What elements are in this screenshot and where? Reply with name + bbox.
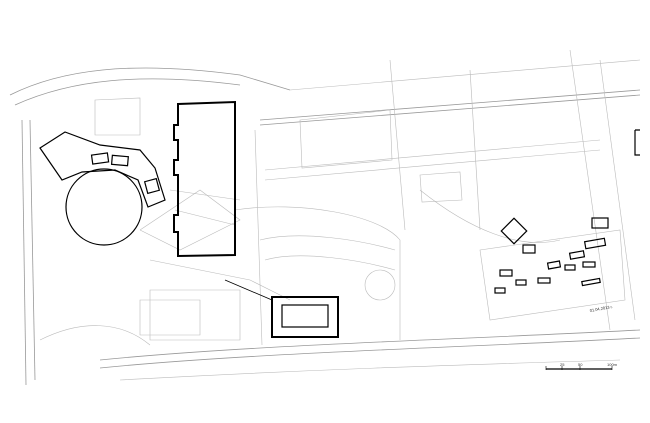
date-stamp: 01.04.2013 г. (589, 304, 613, 313)
arena-building (65, 168, 143, 246)
scale-label-25: 25 (560, 362, 565, 367)
proposed-buildings (39, 100, 640, 338)
main-building (173, 100, 236, 258)
stadium-building (271, 296, 339, 338)
scale-label-50: 50 (578, 362, 583, 367)
scale-bar: 25 50 100m (545, 362, 618, 370)
arena-wing (39, 131, 166, 208)
scale-label-100m: 100m (607, 362, 618, 367)
context-linework (9, 49, 641, 386)
